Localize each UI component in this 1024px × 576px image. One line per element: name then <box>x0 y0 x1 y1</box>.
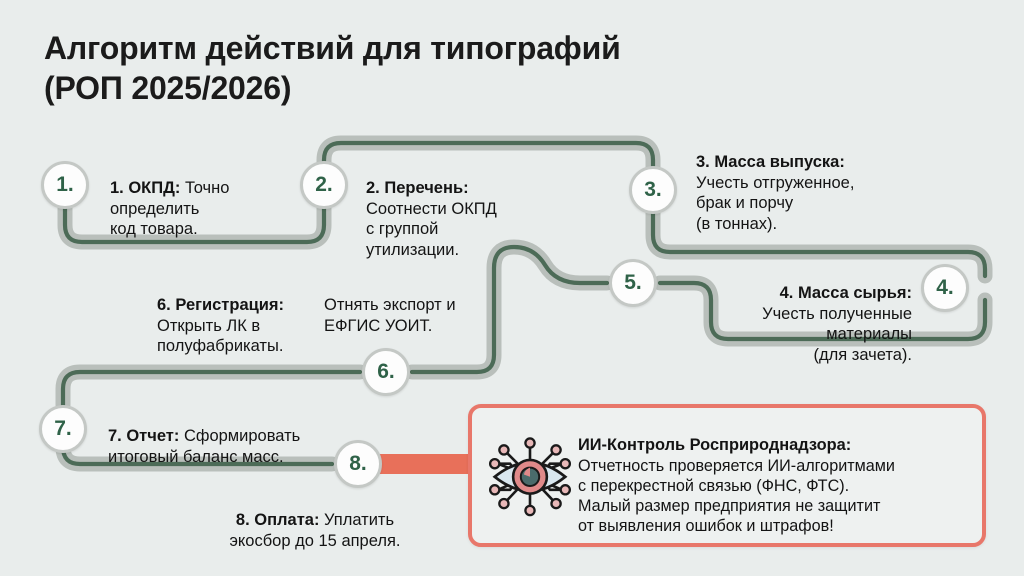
step-node-2[interactable]: 2. <box>300 161 348 209</box>
step-text-4-lead: 4. Масса сырья: <box>779 283 912 302</box>
ai-eye-icon <box>482 424 578 528</box>
title-line-2: (РОП 2025/2026) <box>44 70 292 107</box>
step-node-3[interactable]: 3. <box>629 166 677 214</box>
step-text-5: Отнять экспорт и ЕФГИС УОИТ. <box>324 274 524 336</box>
step-node-7[interactable]: 7. <box>39 405 87 453</box>
step-text-5-body: Отнять экспорт и ЕФГИС УОИТ. <box>324 295 456 335</box>
ai-callout-text: ИИ-Контроль Росприроднадзора: Отчетность … <box>578 415 982 536</box>
step-node-4[interactable]: 4. <box>921 264 969 312</box>
step-text-1: 1. ОКПД: Точно определить код товара. <box>110 157 300 240</box>
step-text-8: 8. Оплата: Уплатить экосбор до 15 апреля… <box>170 489 460 551</box>
step-text-7-lead: 7. Отчет: <box>108 426 180 445</box>
ai-connector-bar <box>372 454 482 474</box>
step-text-3-body: Учесть отгруженное, брак и порчу (в тонн… <box>696 173 855 234</box>
step-node-2-number: 2. <box>315 173 333 196</box>
step-node-8-number: 8. <box>349 452 367 475</box>
step-node-1-number: 1. <box>56 173 74 196</box>
step-node-4-number: 4. <box>936 276 954 299</box>
step-text-2-body: Соотнести ОКПД с группой утилизации. <box>366 199 497 260</box>
ai-control-callout: ИИ-Контроль Росприроднадзора: Отчетность … <box>468 404 986 547</box>
step-node-8[interactable]: 8. <box>334 440 382 488</box>
page-title: Алгоритм действий для типографий (РОП 20… <box>44 28 804 109</box>
step-node-7-number: 7. <box>54 417 72 440</box>
step-text-4-body: Учесть полученные материалы (для зачета)… <box>762 304 912 365</box>
step-text-2: 2. Перечень: Соотнести ОКПД с группой ут… <box>366 157 596 261</box>
step-node-6[interactable]: 6. <box>362 348 410 396</box>
step-text-3-lead: 3. Масса выпуска: <box>696 152 845 171</box>
step-text-8-lead: 8. Оплата: <box>235 510 320 529</box>
step-node-1[interactable]: 1. <box>41 161 89 209</box>
step-text-3: 3. Масса выпуска: Учесть отгруженное, бр… <box>696 131 996 235</box>
step-node-6-number: 6. <box>377 360 395 383</box>
step-text-6: 6. Регистрация: Открыть ЛК в полуфабрика… <box>157 274 332 357</box>
ai-callout-title: ИИ-Контроль Росприроднадзора: <box>578 435 852 454</box>
step-node-5[interactable]: 5. <box>609 259 657 307</box>
step-node-3-number: 3. <box>644 178 662 201</box>
step-text-2-lead: 2. Перечень: <box>366 178 469 197</box>
step-text-6-body: Открыть ЛК в полуфабрикаты. <box>157 316 284 356</box>
step-text-8-body: Уплатить экосбор до 15 апреля. <box>229 510 401 550</box>
step-node-5-number: 5. <box>624 271 642 294</box>
ai-callout-body: Отчетность проверяется ИИ-алгоритмами с … <box>578 457 895 536</box>
step-text-6-lead: 6. Регистрация: <box>157 295 285 314</box>
title-line-1: Алгоритм действий для типографий <box>44 30 621 66</box>
step-text-1-lead: 1. ОКПД: <box>110 178 181 197</box>
step-text-4: 4. Масса сырья: Учесть полученные матери… <box>640 262 912 366</box>
